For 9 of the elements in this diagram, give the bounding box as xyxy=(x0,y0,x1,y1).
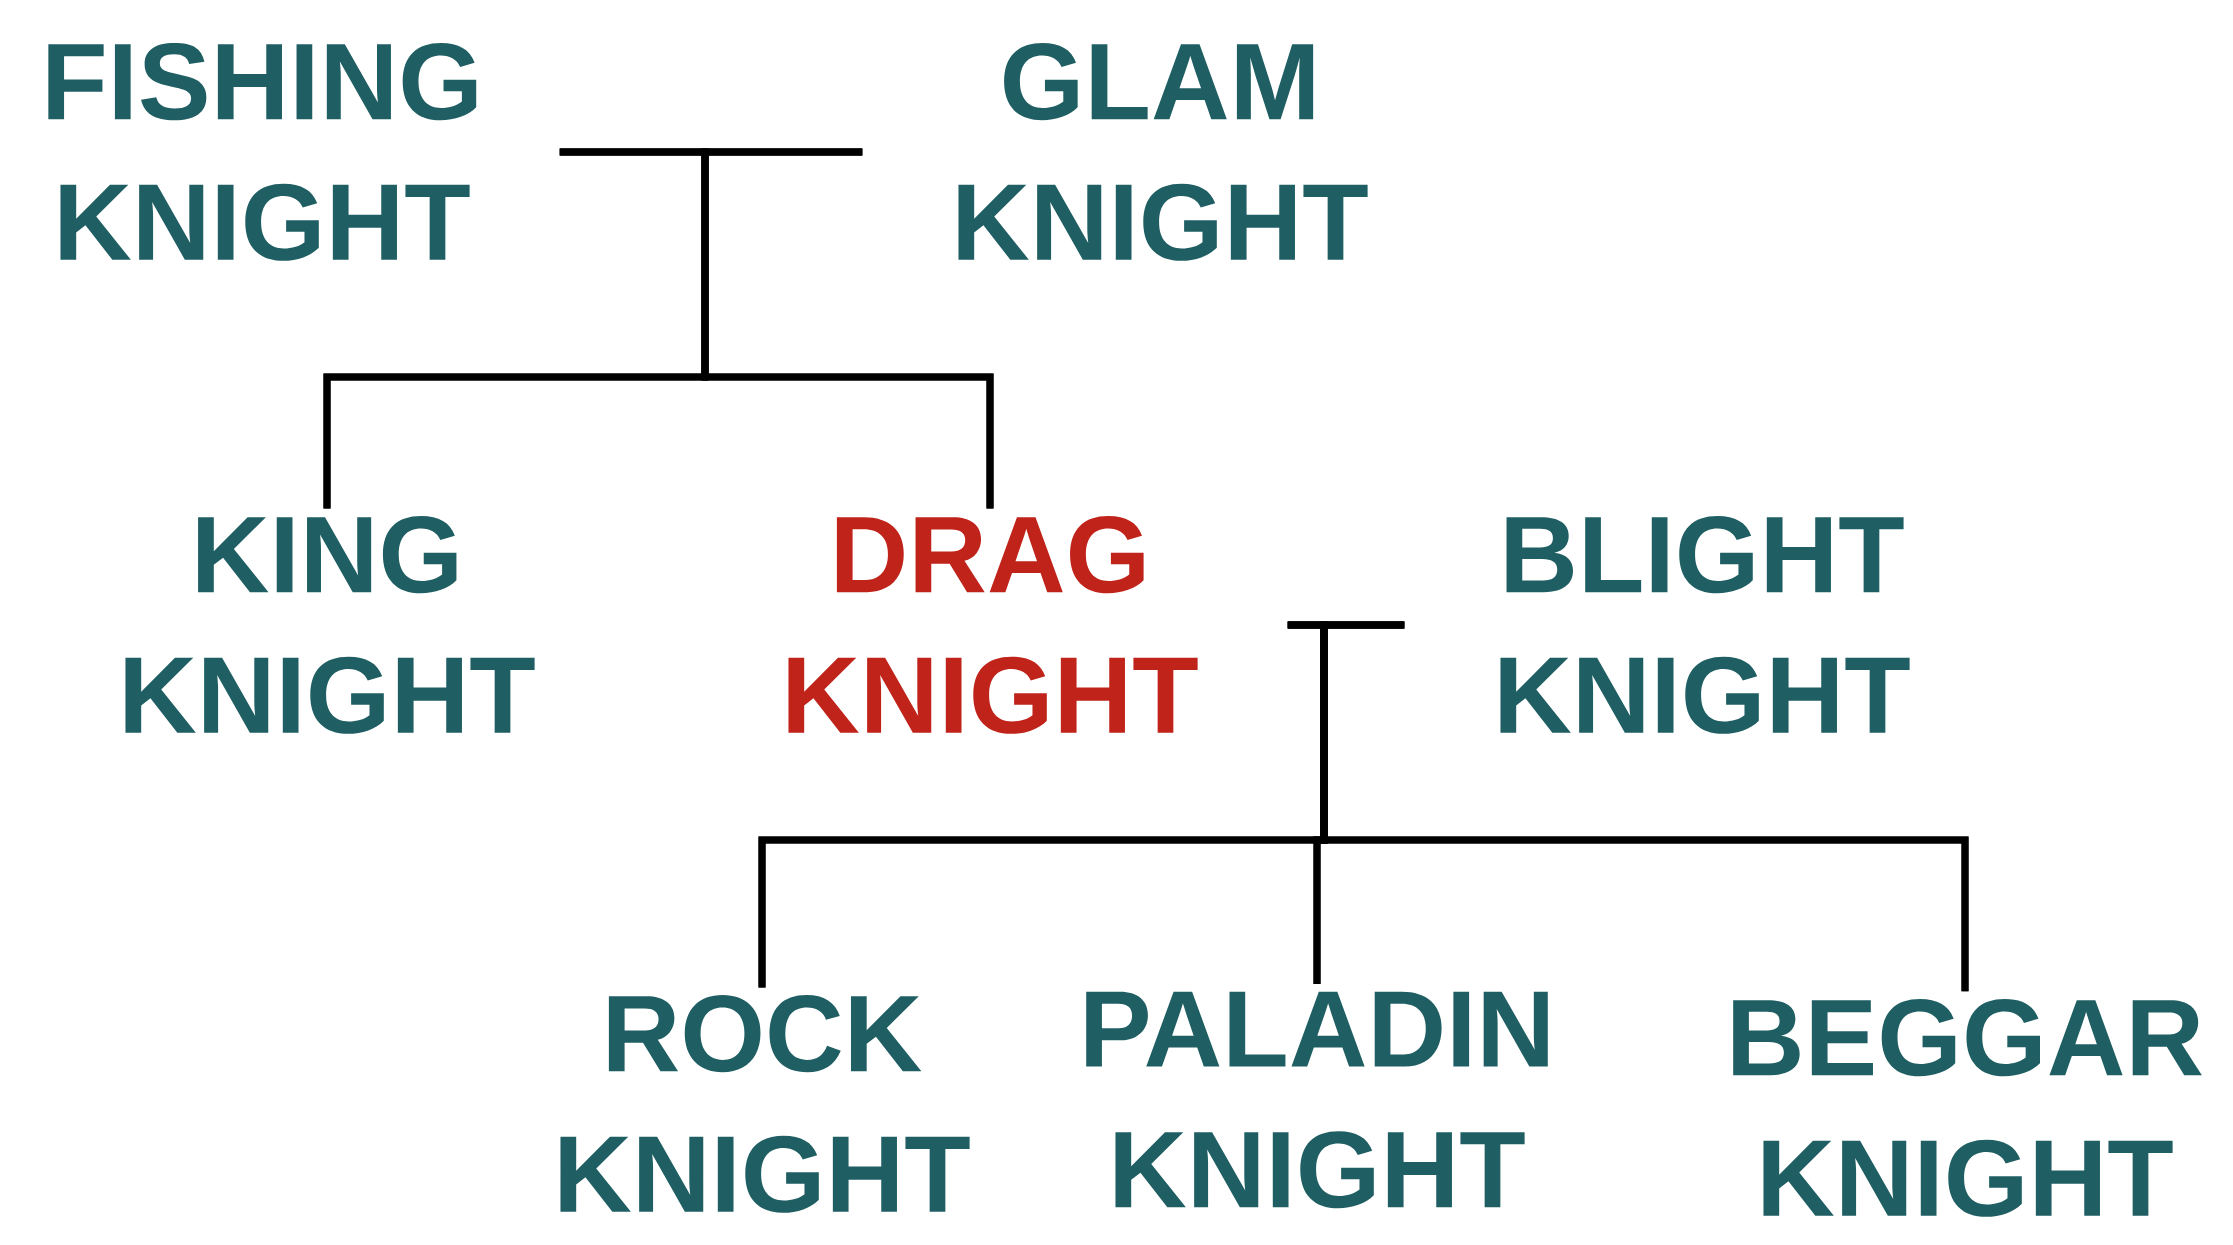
descent-line xyxy=(701,148,994,509)
name-label: KING KNIGHT xyxy=(125,516,535,734)
name-label: BEGGAR KNIGHT xyxy=(1733,999,2202,1217)
name-label: PALADIN KNIGHT xyxy=(1086,991,1548,1209)
name-label: GLAM KNIGHT xyxy=(958,43,1368,261)
name-label: DRAG KNIGHT xyxy=(788,516,1198,734)
name-label: BLIGHT KNIGHT xyxy=(1500,516,1910,734)
name-label: ROCK KNIGHT xyxy=(560,995,970,1213)
name-label: FISHING KNIGHT xyxy=(48,43,477,261)
